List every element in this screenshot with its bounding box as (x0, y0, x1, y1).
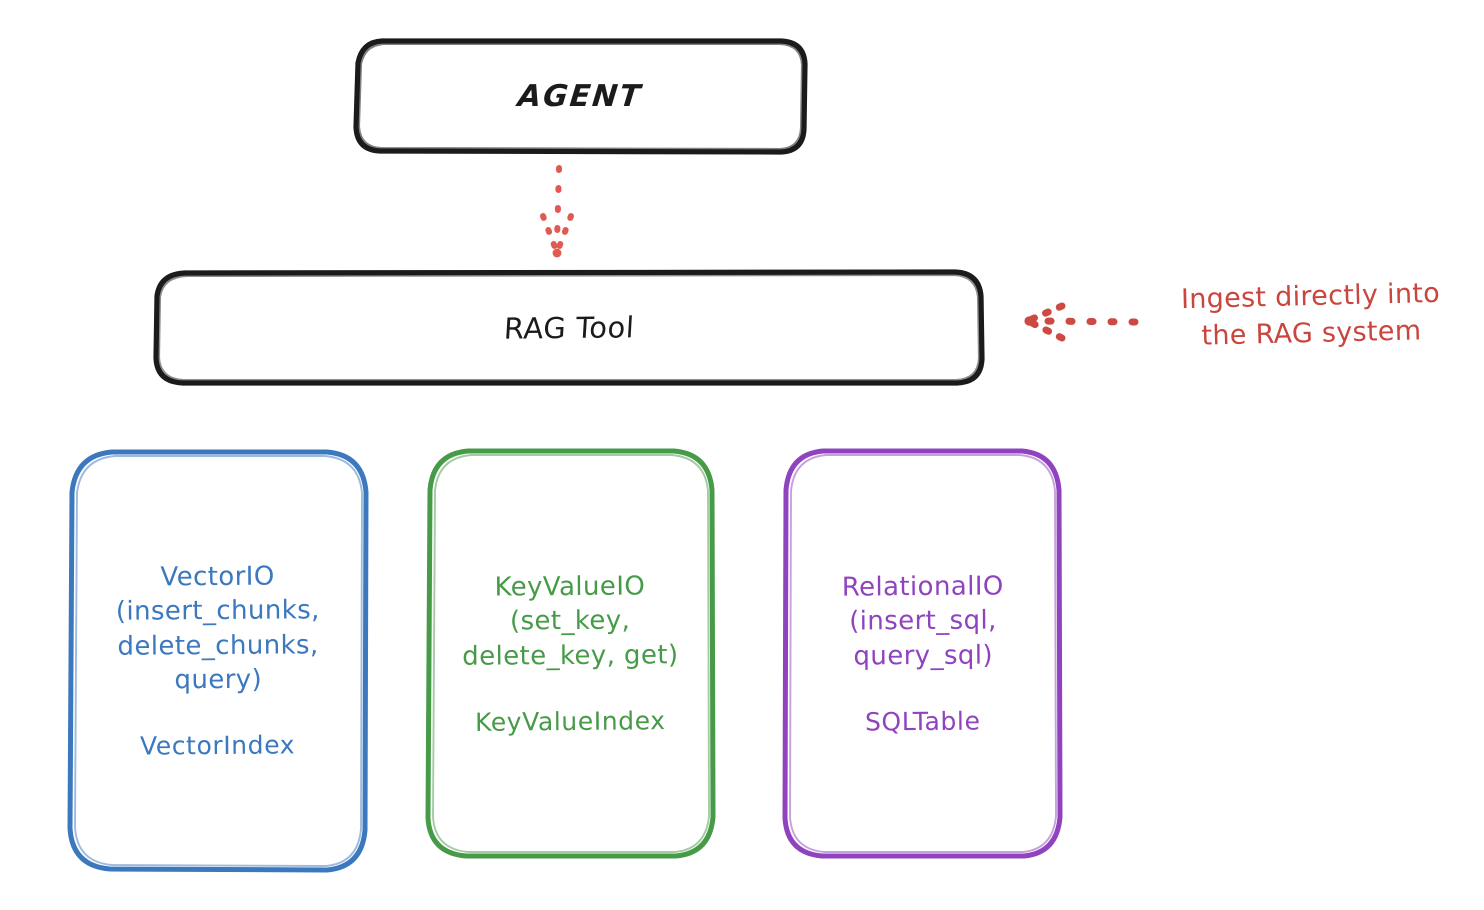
relational-io-label: RelationalIO (insert_sql, query_sql) (841, 571, 1004, 672)
vector-box-outline (67, 449, 369, 873)
ingest-to-rag-connector (1024, 302, 1139, 342)
agent-box-outline (353, 38, 808, 155)
vector-io-label: VectorIO (insert_chunks, delete_chunks, … (115, 561, 320, 696)
rag-tool-box-outline (153, 269, 985, 386)
vector-io-node[interactable]: VectorIO (insert_chunks, delete_chunks, … (70, 450, 366, 870)
keyvalue-box-outline (425, 448, 716, 859)
vector-index-label: VectorIndex (140, 730, 296, 761)
rag-tool-node[interactable]: RAG Tool (156, 272, 982, 384)
agent-label: AGENT (516, 79, 644, 114)
agent-node[interactable]: AGENT (355, 40, 805, 153)
relational-box-outline (782, 448, 1063, 859)
rag-tool-label: RAG Tool (502, 310, 636, 346)
keyvalue-io-label: KeyValueIO (set_key, delete_key, get) (462, 571, 679, 672)
relational-index-label: SQLTable (864, 706, 981, 737)
ingest-annotation-label: Ingest directly into the RAG system (1180, 277, 1441, 352)
relational-io-node[interactable]: RelationalIO (insert_sql, query_sql) SQL… (785, 450, 1060, 856)
keyvalue-index-label: KeyValueIndex (475, 706, 666, 737)
agent-to-rag-connector (540, 165, 574, 258)
keyvalue-io-node[interactable]: KeyValueIO (set_key, delete_key, get) Ke… (428, 450, 713, 856)
